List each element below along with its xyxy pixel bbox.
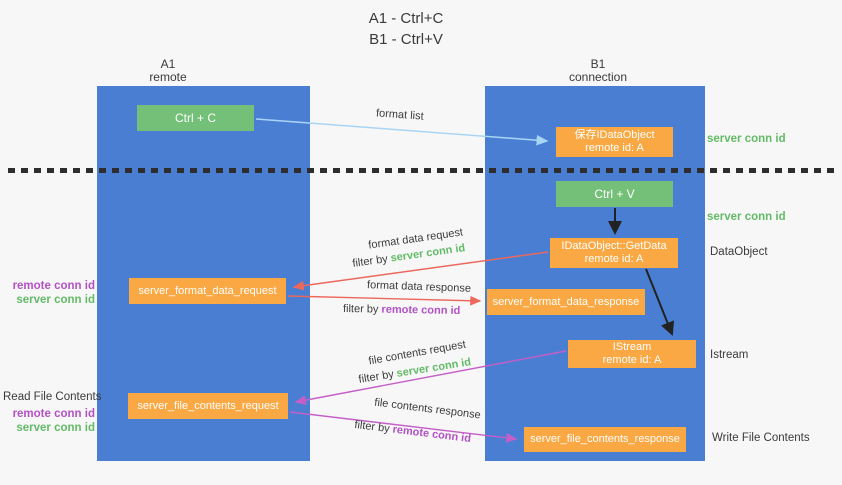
right-label-server-conn-id-2: server conn id bbox=[707, 211, 786, 223]
column-header-b1: B1 connection bbox=[548, 58, 648, 84]
save-idataobject-line1: 保存IDataObject bbox=[574, 129, 655, 141]
ctrl-v-label: Ctrl + V bbox=[594, 186, 635, 201]
right-label-write-file-contents: Write File Contents bbox=[712, 432, 810, 444]
right-label-dataobject: DataObject bbox=[710, 246, 768, 258]
save-idataobject-line2: remote id: A bbox=[585, 142, 644, 154]
title-line-2: B1 - Ctrl+V bbox=[369, 31, 443, 48]
node-server-file-contents-request: server_file_contents_request bbox=[128, 393, 288, 419]
arrow-format-list bbox=[255, 118, 549, 146]
node-save-idataobject: 保存IDataObject remote id: A bbox=[556, 127, 673, 157]
left-server-conn-id-1: server conn id bbox=[16, 294, 95, 306]
ctrl-c-label: Ctrl + C bbox=[174, 110, 216, 125]
arrow-file-contents-request bbox=[294, 350, 567, 405]
left-label-read-file-contents: Read File Contents bbox=[3, 391, 102, 403]
server-format-data-request-label: server_format_data_request bbox=[138, 284, 277, 297]
arrow-file-contents-response bbox=[289, 411, 518, 443]
server-format-data-response-label: server_format_data_response bbox=[492, 295, 640, 308]
column-a1-title: A1 bbox=[160, 57, 176, 71]
title-line-1: A1 - Ctrl+C bbox=[368, 10, 444, 27]
getdata-line2: remote id: A bbox=[584, 253, 644, 265]
column-b1-title: B1 bbox=[590, 57, 606, 71]
column-b1-subtitle: connection bbox=[568, 70, 628, 84]
node-istream: IStream remote id: A bbox=[568, 340, 696, 368]
server-file-contents-request-label: server_file_contents_request bbox=[137, 399, 279, 412]
node-server-format-data-response: server_format_data_response bbox=[487, 289, 645, 315]
column-header-a1: A1 remote bbox=[118, 58, 218, 84]
node-server-file-contents-response: server_file_contents_response bbox=[524, 427, 686, 452]
diagram-title: A1 - Ctrl+C B1 - Ctrl+V bbox=[0, 8, 812, 50]
column-a1-subtitle: remote bbox=[149, 70, 187, 84]
istream-line2: remote id: A bbox=[602, 354, 662, 366]
node-server-format-data-request: server_format_data_request bbox=[129, 278, 286, 304]
dashed-separator bbox=[8, 168, 836, 173]
left-server-conn-id-2: server conn id bbox=[16, 422, 95, 434]
arrow-format-data-response bbox=[287, 295, 482, 306]
node-ctrl-v: Ctrl + V bbox=[556, 181, 673, 207]
left-remote-conn-id-2: remote conn id bbox=[12, 408, 95, 420]
getdata-line1: IDataObject::GetData bbox=[561, 240, 667, 252]
filter-by-text: filter by bbox=[342, 302, 379, 316]
server-file-contents-response-label: server_file_contents_response bbox=[530, 433, 680, 445]
right-label-server-conn-id-1: server conn id bbox=[707, 133, 786, 145]
arrow-getdata-to-istream bbox=[645, 268, 675, 336]
node-ctrl-c: Ctrl + C bbox=[137, 105, 254, 131]
left-conn-id-block-2: remote conn id server conn id bbox=[0, 407, 95, 435]
arrow-format-data-request bbox=[292, 251, 549, 291]
left-conn-id-block-1: remote conn id server conn id bbox=[0, 279, 95, 307]
left-remote-conn-id-1: remote conn id bbox=[12, 280, 95, 292]
right-label-istream: Istream bbox=[710, 349, 749, 361]
remote-conn-id-text: remote conn id bbox=[381, 303, 461, 318]
node-idataobject-getdata: IDataObject::GetData remote id: A bbox=[550, 238, 678, 268]
istream-line1: IStream bbox=[612, 341, 652, 353]
